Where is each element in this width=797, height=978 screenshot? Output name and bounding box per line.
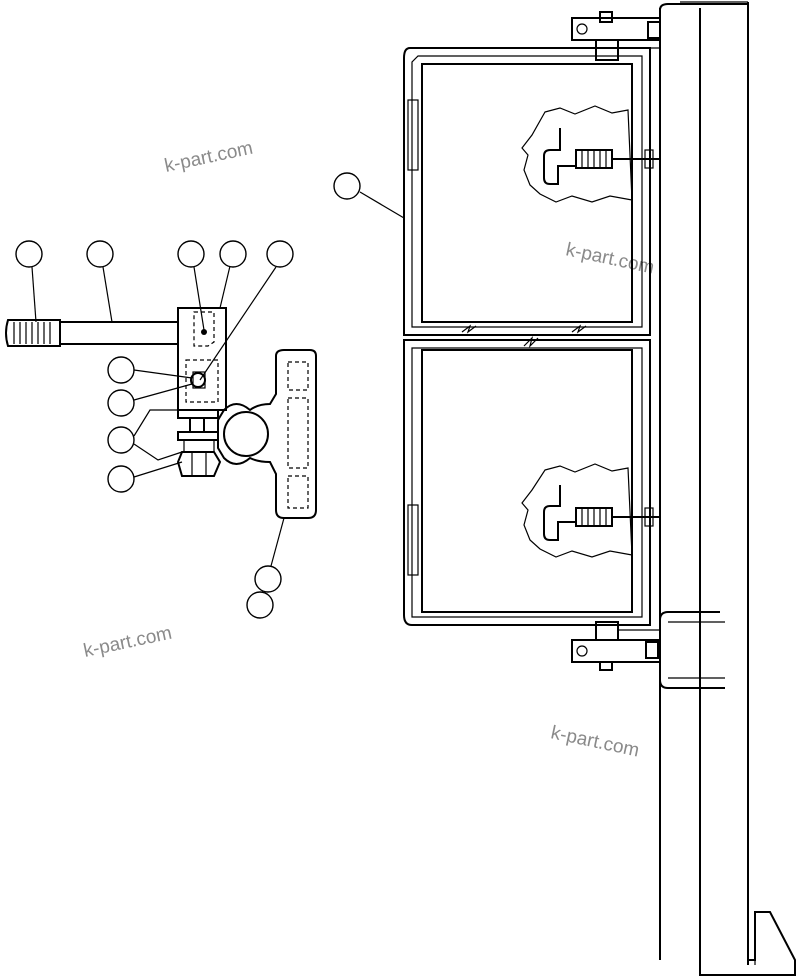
lower-cutaway-detail <box>521 463 660 558</box>
callout-8 <box>107 426 135 454</box>
mirror-frame <box>403 47 651 626</box>
lower-hinge-bracket <box>571 621 661 671</box>
callout-1 <box>15 240 43 268</box>
callout-5 <box>266 240 294 268</box>
watermarks: k-part.com k-part.com k-part.com k-part.… <box>82 138 656 762</box>
callout-11 <box>246 591 274 619</box>
upper-cutaway-detail <box>521 105 660 203</box>
callout-9 <box>107 465 135 493</box>
clamp-block <box>176 307 227 477</box>
callout-10 <box>254 565 282 593</box>
callout-3 <box>177 240 205 268</box>
watermark-3: k-part.com <box>82 623 174 662</box>
leader-lines <box>31 191 405 567</box>
callout-7 <box>107 389 135 417</box>
callout-2 <box>86 240 114 268</box>
mounting-post <box>659 1 796 976</box>
watermark-1: k-part.com <box>163 138 255 177</box>
callouts <box>15 172 361 619</box>
callout-4 <box>219 240 247 268</box>
upper-hinge-bracket <box>571 11 661 61</box>
callout-6 <box>107 356 135 384</box>
watermark-4: k-part.com <box>549 722 641 761</box>
mirror-rod <box>5 319 178 347</box>
callout-12 <box>333 172 361 200</box>
swivel-bracket <box>217 349 317 519</box>
